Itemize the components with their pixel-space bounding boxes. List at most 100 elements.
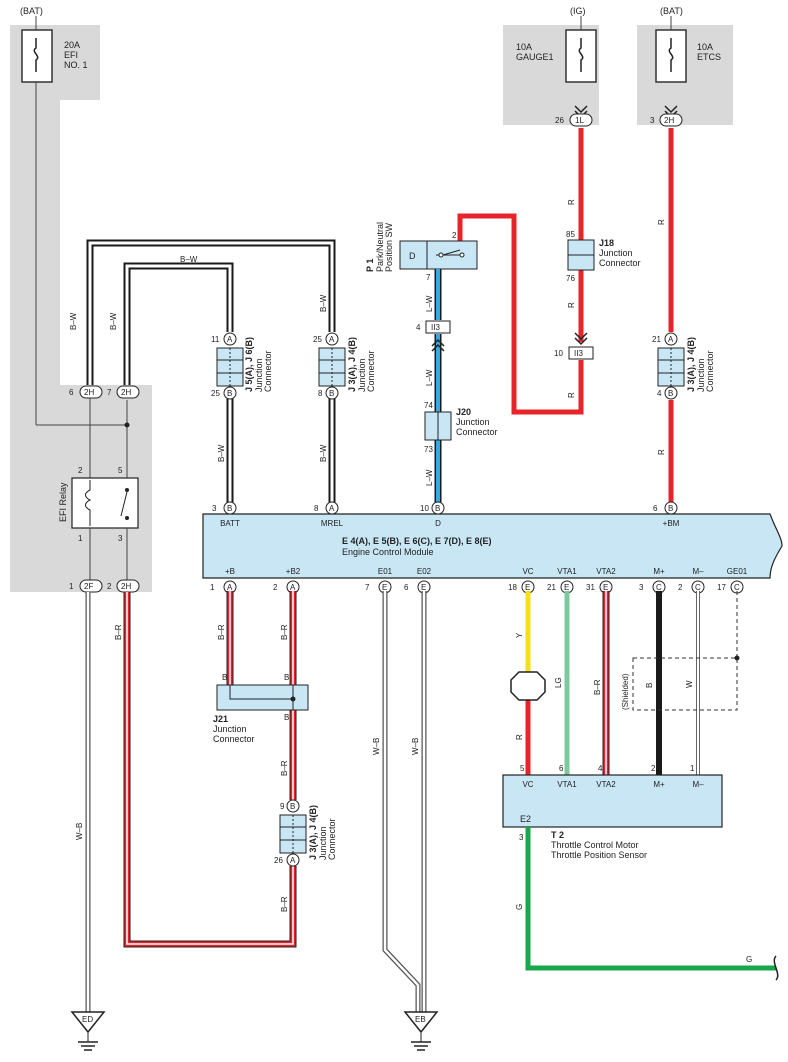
svg-text:Throttle Control Motor: Throttle Control Motor [551, 840, 639, 850]
fuse-efi-amp: 20A [64, 40, 80, 50]
svg-text:7: 7 [426, 273, 431, 282]
pin-number: 7 [365, 583, 370, 592]
svg-text:74: 74 [424, 401, 433, 410]
svg-text:R: R [515, 734, 524, 740]
svg-text:76: 76 [566, 274, 575, 283]
svg-text:3: 3 [118, 534, 123, 543]
svg-text:73: 73 [424, 445, 433, 454]
svg-text:B: B [329, 389, 334, 398]
fuse-efi: 20A EFI NO. 1 [21, 16, 88, 83]
svg-text:7: 7 [107, 388, 112, 397]
svg-text:Junction: Junction [318, 826, 328, 860]
svg-text:A: A [668, 335, 674, 344]
fuse-efi-l2: NO. 1 [64, 60, 88, 70]
bat-left-label: (BAT) [20, 6, 43, 16]
svg-text:A: A [290, 856, 296, 865]
svg-text:3: 3 [519, 833, 524, 842]
svg-text:Connector: Connector [599, 258, 641, 268]
efi-relay: 2 5 1 3 EFI Relay [58, 398, 139, 543]
conn-ii3-right: II3 10 [554, 332, 594, 360]
fuse-etcs-name: ETCS [697, 52, 721, 62]
pin-number: 8 [314, 504, 319, 513]
wire-label-wb-1: W–B [75, 823, 84, 840]
svg-text:11: 11 [211, 335, 220, 344]
svg-text:1: 1 [78, 534, 83, 543]
pin-letter: A [227, 583, 233, 592]
ig-label: (IG) [570, 6, 586, 16]
pin-label: BATT [220, 519, 240, 528]
svg-text:Junction: Junction [696, 358, 706, 392]
pin-label: MREL [321, 519, 344, 528]
svg-text:2: 2 [78, 466, 83, 475]
svg-text:1L: 1L [575, 116, 584, 125]
svg-text:II3: II3 [431, 323, 440, 332]
svg-text:G: G [515, 904, 524, 910]
svg-text:26: 26 [274, 856, 283, 865]
svg-text:Connector: Connector [263, 350, 273, 392]
shield: (Shielded) [621, 591, 740, 711]
wire-label-bw-3: B–W [180, 255, 198, 264]
pin-number: 6 [653, 504, 658, 513]
t2-pin: 5VC [520, 764, 534, 789]
pin-label: M+ [653, 780, 665, 789]
wire-label-bw-5: B–W [217, 444, 226, 462]
pin-letter: B [227, 504, 232, 513]
pin-label: VC [522, 780, 533, 789]
svg-text:B–R: B–R [280, 624, 289, 640]
svg-text:4: 4 [657, 389, 662, 398]
svg-text:EB: EB [415, 1015, 426, 1024]
conn-1l: 1L 26 [555, 105, 593, 127]
pin-label: E01 [378, 567, 393, 576]
pin-label: M– [692, 567, 704, 576]
svg-text:2H: 2H [664, 116, 674, 125]
junction-j21: B B B J21 Junction Connector [213, 673, 309, 744]
svg-text:G: G [746, 955, 752, 964]
pin-number: 5 [520, 764, 525, 773]
svg-text:Connector: Connector [705, 350, 715, 392]
wire-label-bw-2: B–W [109, 312, 118, 330]
svg-text:25: 25 [211, 389, 220, 398]
pin-label: E02 [417, 567, 432, 576]
pin-letter: A [290, 583, 296, 592]
svg-text:W: W [685, 680, 694, 688]
pin-number: 17 [717, 583, 726, 592]
svg-text:2F: 2F [84, 582, 93, 591]
j5-title: J 5(A), J 6(B) [244, 337, 254, 392]
pin-label: D [435, 519, 441, 528]
svg-text:2H: 2H [121, 582, 131, 591]
svg-text:R: R [567, 199, 576, 205]
svg-text:21: 21 [652, 335, 661, 344]
ecm-bottom-pin: C2M– [678, 567, 705, 594]
svg-text:Junction: Junction [456, 417, 490, 427]
svg-text:Junction: Junction [254, 358, 264, 392]
svg-text:B: B [222, 673, 227, 682]
pin-number: 10 [420, 504, 429, 513]
wire-label-bw-6: B–W [319, 444, 328, 462]
svg-text:E2: E2 [520, 814, 531, 824]
vc-wire [510, 591, 546, 775]
svg-text:2H: 2H [84, 388, 94, 397]
pin-number: 1 [690, 764, 695, 773]
svg-text:25: 25 [313, 335, 322, 344]
svg-text:R: R [567, 392, 576, 398]
pin-label: +BM [663, 519, 680, 528]
svg-text:Junction: Junction [599, 248, 633, 258]
svg-text:L–W: L–W [425, 469, 434, 486]
svg-text:W–B: W–B [372, 738, 381, 755]
fuse-etcs: 10A ETCS [655, 16, 721, 83]
t2-box: T 2 Throttle Control Motor Throttle Posi… [502, 774, 723, 860]
wb-wires-eb [382, 591, 427, 1012]
svg-text:Position SW: Position SW [384, 222, 394, 272]
conn-2f-2h-bottom: 2F 1 2H 2 [69, 579, 140, 593]
svg-text:3: 3 [650, 116, 655, 125]
j3-right-title: J 3(A), J 4(B) [686, 337, 696, 392]
t2-id: T 2 [551, 830, 564, 840]
pin-label: VC [522, 567, 533, 576]
svg-text:II3: II3 [574, 349, 583, 358]
